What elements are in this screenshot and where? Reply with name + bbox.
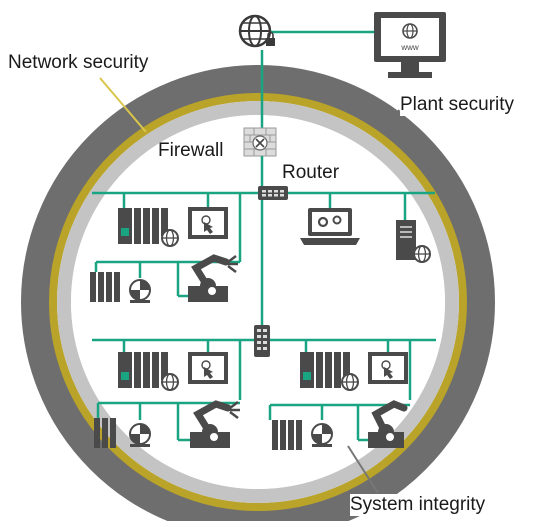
- system-integrity-callout: [347, 445, 379, 494]
- touch-panel-icon: [188, 207, 228, 239]
- firewall-label: Firewall: [158, 140, 224, 161]
- network-security-label: Network security: [8, 52, 149, 74]
- robot-arm-icon: [188, 254, 238, 302]
- plant-security-callout: [397, 109, 439, 161]
- sensor-icon: [129, 279, 151, 303]
- router-icon: [258, 186, 288, 200]
- system-integrity-ring: [57, 101, 459, 503]
- sensor-icon: [311, 423, 333, 447]
- globe-lock-icon: [238, 14, 275, 48]
- network-security-callout: [99, 77, 147, 133]
- plant-security-ring: [21, 65, 495, 521]
- io-module-icon: [94, 418, 116, 448]
- plc-controller-icon: [118, 208, 179, 247]
- firewall-brick-icon: [243, 127, 277, 157]
- engineering-laptop-icon: [300, 208, 360, 245]
- monitor-www-text: www: [400, 43, 419, 52]
- robot-arm-icon: [368, 400, 408, 448]
- touch-panel-icon: [368, 352, 408, 384]
- touch-panel-icon: [188, 352, 228, 384]
- robot-arm-icon: [190, 400, 240, 448]
- upper-network-bus: [92, 191, 435, 325]
- plc-controller-icon: [300, 352, 359, 391]
- sensor-icon: [129, 423, 151, 447]
- plc-controller-icon: [118, 352, 179, 391]
- router-label: Router: [282, 162, 340, 183]
- server-icon: [396, 220, 431, 263]
- system-integrity-label: System integrity: [350, 494, 486, 516]
- plant-security-label: Plant security: [400, 94, 515, 116]
- network-security-ring: [49, 93, 467, 511]
- web-monitor-icon: www: [374, 12, 446, 78]
- io-module-icon: [90, 272, 120, 302]
- io-module-icon: [272, 420, 302, 450]
- network-switch-icon: [254, 325, 270, 357]
